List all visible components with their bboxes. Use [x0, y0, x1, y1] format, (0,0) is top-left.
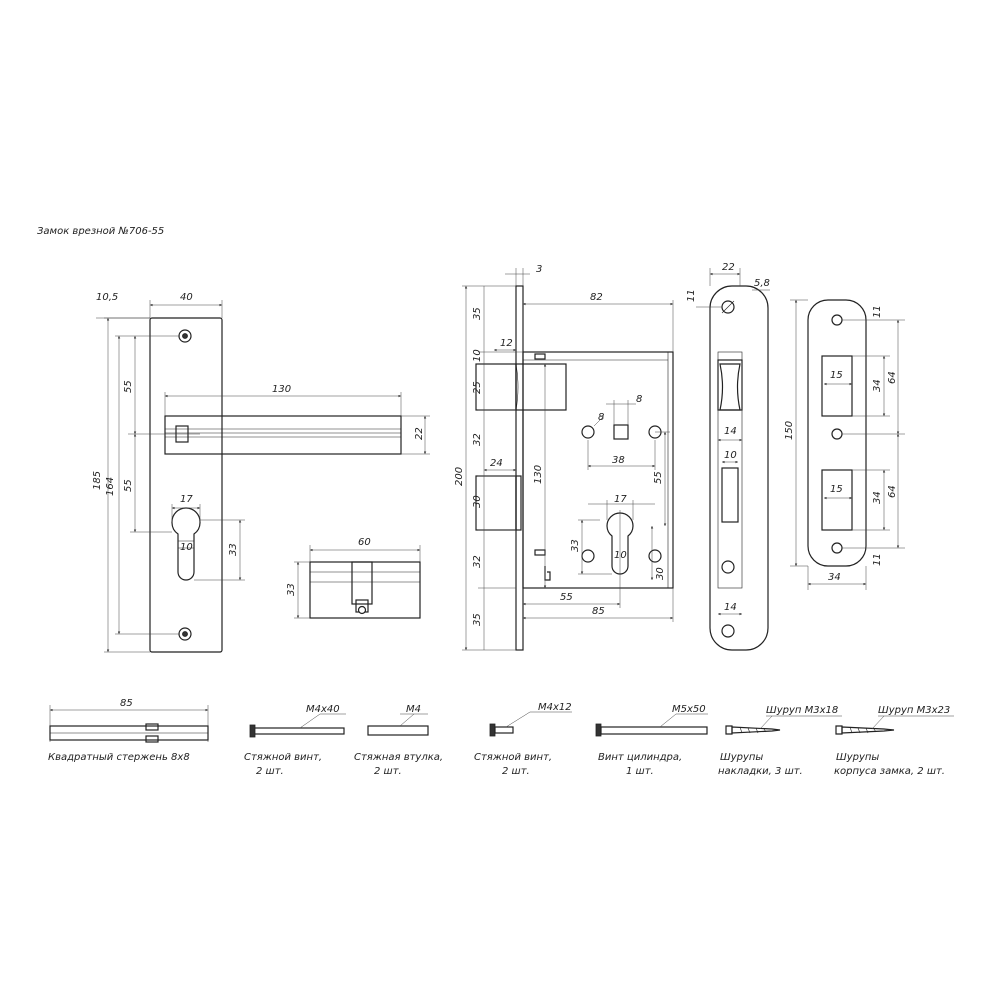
faceplate-view: 22 5,8 11 14 10 14 — [686, 262, 770, 651]
svg-text:34: 34 — [872, 491, 883, 504]
lock-case — [522, 351, 674, 589]
square-rod-part: 85 Квадратный стержень 8х8 — [48, 698, 209, 763]
svg-text:2 шт.: 2 шт. — [374, 766, 402, 777]
svg-text:M4: M4 — [406, 704, 421, 715]
svg-text:30: 30 — [655, 567, 666, 580]
wood-screw-m3x23-part: Шуруп М3х23 Шурупы корпуса замка, 2 шт. — [834, 705, 954, 777]
svg-text:Стяжной винт,: Стяжной винт, — [474, 752, 552, 763]
tie-screw-m4x12-part: M4x12 Стяжной винт, 2 шт. — [474, 702, 572, 777]
svg-text:164: 164 — [105, 477, 116, 496]
svg-text:11: 11 — [872, 305, 883, 318]
svg-text:85: 85 — [592, 606, 605, 617]
tie-screw-m4x40-part: M4x40 Стяжной винт, 2 шт. — [244, 704, 346, 777]
svg-text:17: 17 — [180, 494, 193, 505]
svg-text:55: 55 — [123, 380, 134, 393]
svg-text:35: 35 — [472, 613, 483, 626]
svg-text:35: 35 — [472, 307, 483, 320]
svg-text:38: 38 — [612, 455, 625, 466]
svg-text:150: 150 — [784, 421, 795, 440]
strike-plate-view: 150 11 15 34 64 15 34 64 11 34 — [784, 299, 905, 590]
svg-text:Шурупы: Шурупы — [836, 752, 879, 763]
handle-plate-view: 185 164 55 55 10,5 40 130 22 17 10 33 — [92, 292, 430, 653]
svg-text:30: 30 — [472, 495, 483, 508]
svg-text:82: 82 — [590, 292, 603, 303]
svg-text:10,5: 10,5 — [96, 292, 118, 303]
svg-text:Шуруп М3х23: Шуруп М3х23 — [878, 705, 950, 716]
faceplate-outline — [709, 285, 769, 651]
svg-text:Стяжная втулка,: Стяжная втулка, — [354, 752, 443, 763]
svg-text:Шурупы: Шурупы — [720, 752, 763, 763]
svg-text:185: 185 — [92, 471, 103, 490]
lock-body-view: 200 35 12 10 25 32 24 30 32 35 3 82 130 … — [454, 264, 674, 651]
svg-text:Квадратный стержень 8х8: Квадратный стержень 8х8 — [48, 752, 190, 763]
svg-text:55: 55 — [560, 592, 573, 603]
svg-text:корпуса замка, 2 шт.: корпуса замка, 2 шт. — [834, 766, 945, 777]
handle-plate-outline — [149, 317, 223, 653]
svg-text:14: 14 — [724, 602, 737, 613]
svg-text:17: 17 — [614, 494, 627, 505]
svg-text:55: 55 — [123, 479, 134, 492]
svg-text:11: 11 — [872, 553, 883, 566]
svg-text:накладки, 3 шт.: накладки, 3 шт. — [718, 766, 803, 777]
svg-text:24: 24 — [490, 458, 503, 469]
svg-text:10: 10 — [614, 550, 627, 561]
svg-text:15: 15 — [830, 370, 843, 381]
svg-text:2 шт.: 2 шт. — [502, 766, 530, 777]
strike-plate-outline — [807, 299, 867, 567]
svg-text:55: 55 — [653, 471, 664, 484]
svg-text:2 шт.: 2 шт. — [256, 766, 284, 777]
cylinder-screw-m5x50-part: M5x50 Винт цилиндра, 1 шт. — [595, 704, 708, 777]
svg-text:34: 34 — [828, 572, 841, 583]
svg-text:130: 130 — [533, 465, 544, 484]
svg-text:64: 64 — [887, 371, 898, 384]
svg-text:25: 25 — [472, 381, 483, 394]
svg-text:130: 130 — [272, 384, 291, 395]
svg-text:40: 40 — [180, 292, 193, 303]
svg-text:3: 3 — [536, 264, 542, 275]
svg-text:64: 64 — [887, 485, 898, 498]
svg-text:8: 8 — [598, 412, 604, 423]
accessories-row: 85 Квадратный стержень 8х8 M4x40 Стяжной… — [48, 698, 954, 777]
tie-bushing-m4-part: M4 Стяжная втулка, 2 шт. — [354, 704, 443, 777]
svg-text:15: 15 — [830, 484, 843, 495]
svg-text:10: 10 — [472, 349, 483, 362]
svg-text:5,8: 5,8 — [754, 278, 770, 289]
svg-text:32: 32 — [472, 433, 483, 446]
svg-text:22: 22 — [414, 427, 425, 440]
svg-text:M4x12: M4x12 — [538, 702, 572, 713]
wood-screw-m3x18-part: Шуруп М3х18 Шурупы накладки, 3 шт. — [718, 705, 842, 777]
svg-text:8: 8 — [636, 394, 642, 405]
drawing-title: Замок врезной №706-55 — [37, 226, 164, 237]
svg-text:1 шт.: 1 шт. — [626, 766, 654, 777]
svg-text:32: 32 — [472, 555, 483, 568]
svg-text:10: 10 — [180, 542, 193, 553]
svg-text:14: 14 — [724, 426, 737, 437]
svg-text:33: 33 — [286, 583, 297, 596]
cylinder-view: 60 33 — [286, 537, 421, 619]
svg-text:12: 12 — [500, 338, 513, 349]
svg-text:M5x50: M5x50 — [672, 704, 706, 715]
lever-handle — [164, 415, 402, 455]
svg-text:Винт цилиндра,: Винт цилиндра, — [598, 752, 682, 763]
svg-text:34: 34 — [872, 379, 883, 392]
svg-text:33: 33 — [570, 539, 581, 552]
svg-text:M4x40: M4x40 — [306, 704, 340, 715]
svg-text:60: 60 — [358, 537, 371, 548]
svg-text:200: 200 — [454, 467, 465, 486]
svg-text:Шуруп М3х18: Шуруп М3х18 — [766, 705, 838, 716]
svg-text:22: 22 — [722, 262, 735, 273]
lock-front-plate — [515, 285, 524, 651]
svg-text:33: 33 — [228, 543, 239, 556]
svg-text:85: 85 — [120, 698, 133, 709]
svg-text:11: 11 — [686, 289, 697, 302]
svg-text:10: 10 — [724, 450, 737, 461]
svg-text:Стяжной винт,: Стяжной винт, — [244, 752, 322, 763]
